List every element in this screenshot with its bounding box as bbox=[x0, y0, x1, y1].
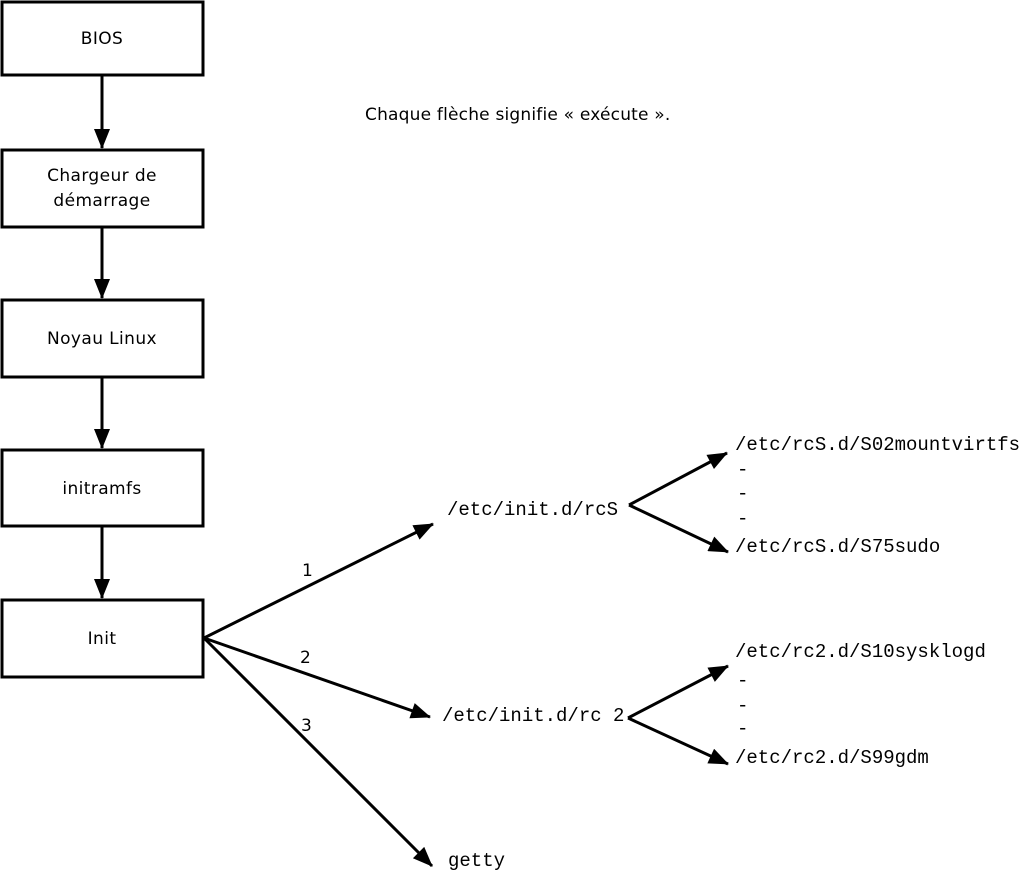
box-kernel bbox=[0, 298, 205, 379]
script-label-rcs: /etc/init.d/rcS bbox=[447, 499, 618, 521]
box-init-label: Init bbox=[88, 629, 117, 649]
arrow-label-3: 3 bbox=[301, 716, 312, 736]
box-init bbox=[0, 598, 205, 679]
note-text: Chaque flèche signifie « exécute ». bbox=[365, 105, 671, 125]
script-label-getty: getty bbox=[448, 850, 505, 872]
script-label-s99gdm: /etc/rc2.d/S99gdm bbox=[735, 747, 929, 769]
script-label-s02mountvirtfs: /etc/rcS.d/S02mountvirtfs bbox=[735, 434, 1020, 456]
script-label-s75sudo: /etc/rcS.d/S75sudo bbox=[735, 536, 940, 558]
dash-item: - bbox=[737, 459, 748, 481]
box-kernel-label: Noyau Linux bbox=[47, 329, 157, 349]
arrow-init-to-getty bbox=[202, 636, 434, 868]
box-bootloader bbox=[0, 148, 205, 229]
arrow-rcs-to-s02 bbox=[628, 451, 728, 507]
arrow-rc2-to-s99 bbox=[627, 716, 729, 766]
arrow-init-to-rcs bbox=[203, 522, 434, 640]
arrow-label-2: 2 bbox=[300, 648, 311, 668]
arrow-label-1: 1 bbox=[302, 561, 313, 581]
arrow-rcs-to-s75 bbox=[628, 503, 729, 554]
box-bootloader-label-line1: Chargeur de bbox=[47, 166, 157, 186]
script-label-s10sysklogd: /etc/rc2.d/S10sysklogd bbox=[735, 641, 986, 663]
dash-item: - bbox=[737, 718, 748, 740]
box-bootloader-label-line2: démarrage bbox=[53, 191, 150, 211]
dash-item: - bbox=[737, 483, 748, 505]
arrow-init-to-rc2 bbox=[203, 636, 431, 719]
arrow-rc2-to-s10 bbox=[627, 664, 729, 720]
dash-item: - bbox=[737, 508, 748, 530]
box-bios bbox=[0, 0, 205, 77]
box-bios-label: BIOS bbox=[81, 29, 123, 49]
dash-item: - bbox=[737, 670, 748, 692]
dash-item: - bbox=[737, 695, 748, 717]
script-label-rc2: /etc/init.d/rc 2 bbox=[442, 705, 624, 727]
box-initramfs-label: initramfs bbox=[62, 479, 141, 499]
